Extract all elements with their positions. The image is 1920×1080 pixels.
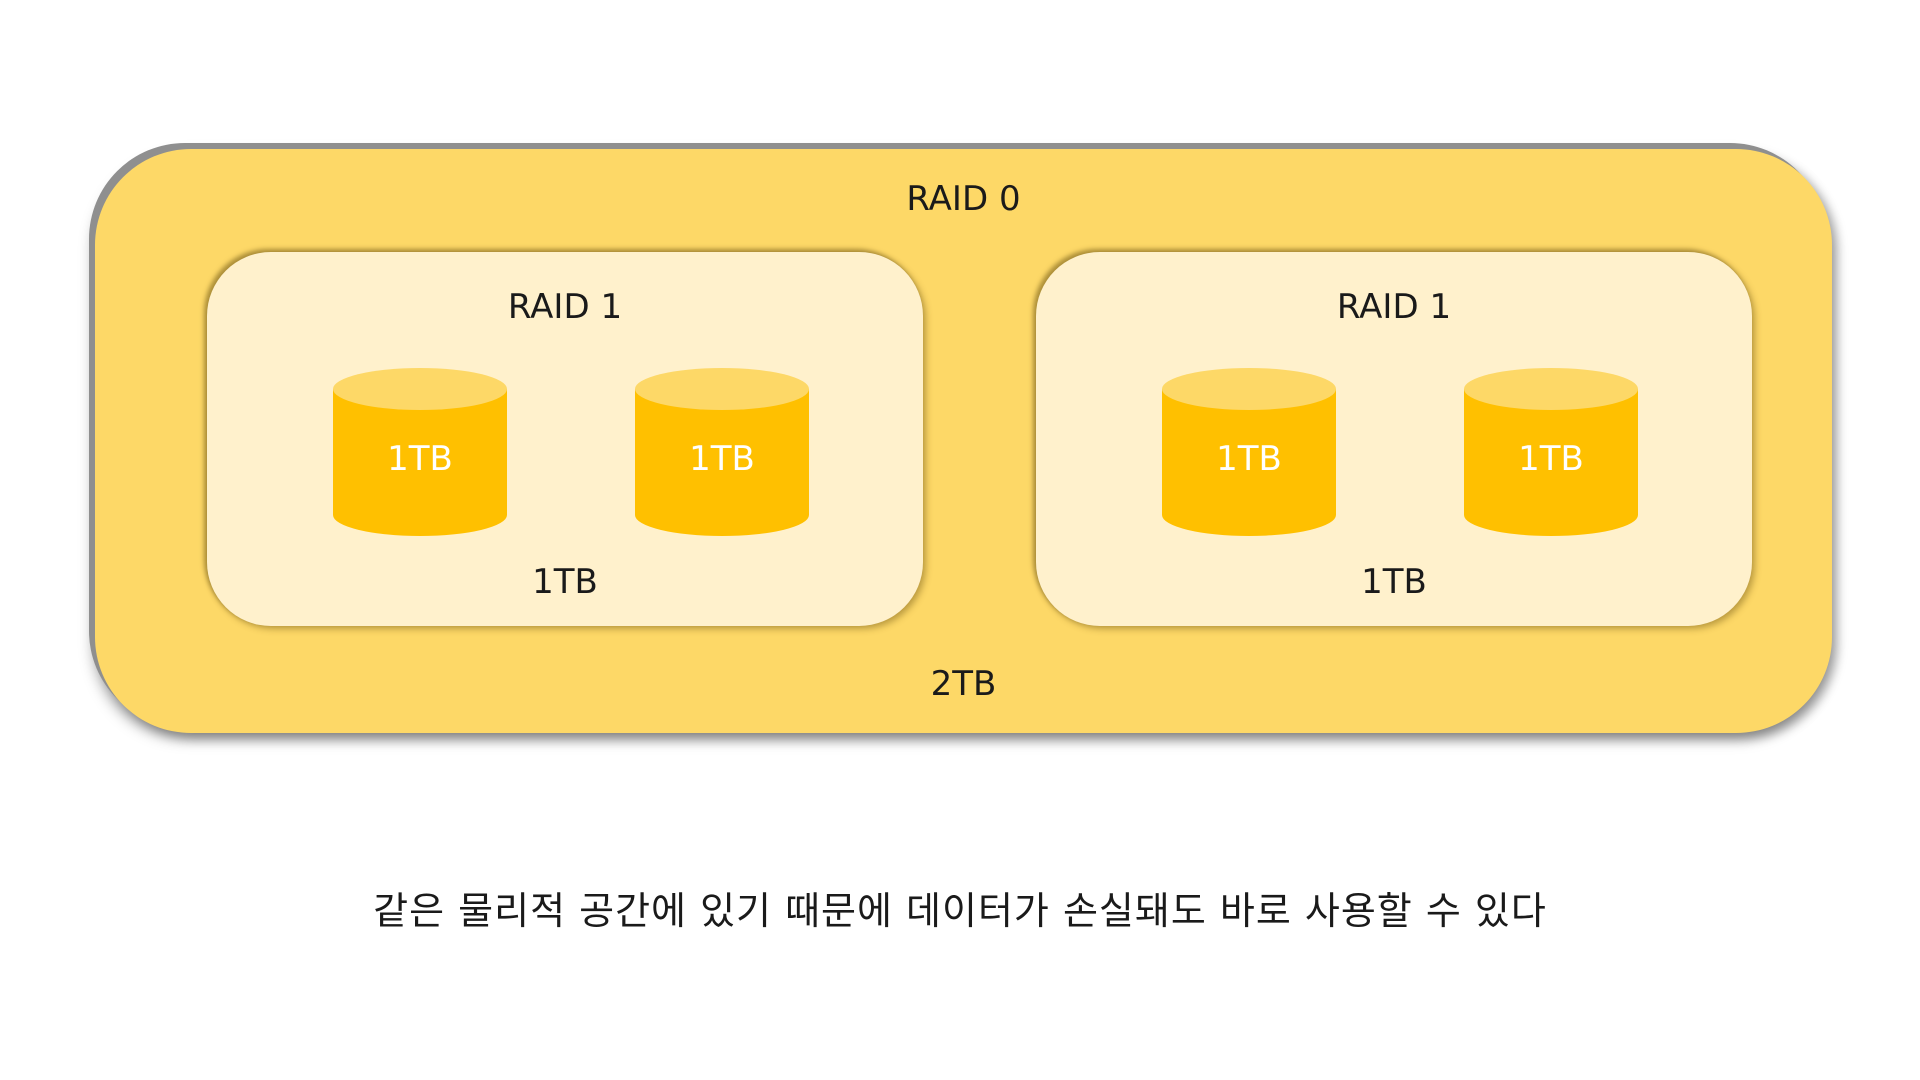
raid0-title: RAID 0	[906, 179, 1021, 219]
raid0-capacity: 2TB	[930, 664, 997, 704]
disk-capacity-label: 1TB	[1518, 439, 1584, 479]
disk-capacity-label: 1TB	[689, 439, 755, 479]
disk-icon: 1TB	[1463, 367, 1639, 537]
disk-capacity-label: 1TB	[387, 439, 453, 479]
raid1-capacity: 1TB	[532, 562, 598, 602]
disk-capacity-label: 1TB	[1216, 439, 1282, 479]
raid0-container: RAID 0 RAID 1 1TB 1TB 1TB RAID 1 1	[95, 149, 1832, 733]
raid1-title: RAID 1	[507, 287, 623, 327]
disk-icon: 1TB	[1161, 367, 1337, 537]
disk-icon: 1TB	[634, 367, 810, 537]
raid1-capacity: 1TB	[1361, 562, 1427, 602]
disk-icon: 1TB	[332, 367, 508, 537]
raid1-group-left: RAID 1 1TB 1TB 1TB	[207, 252, 923, 626]
raid1-group-right: RAID 1 1TB 1TB 1TB	[1036, 252, 1752, 626]
caption-text: 같은 물리적 공간에 있기 때문에 데이터가 손실돼도 바로 사용할 수 있다	[373, 889, 1547, 933]
raid1-title: RAID 1	[1336, 287, 1452, 327]
